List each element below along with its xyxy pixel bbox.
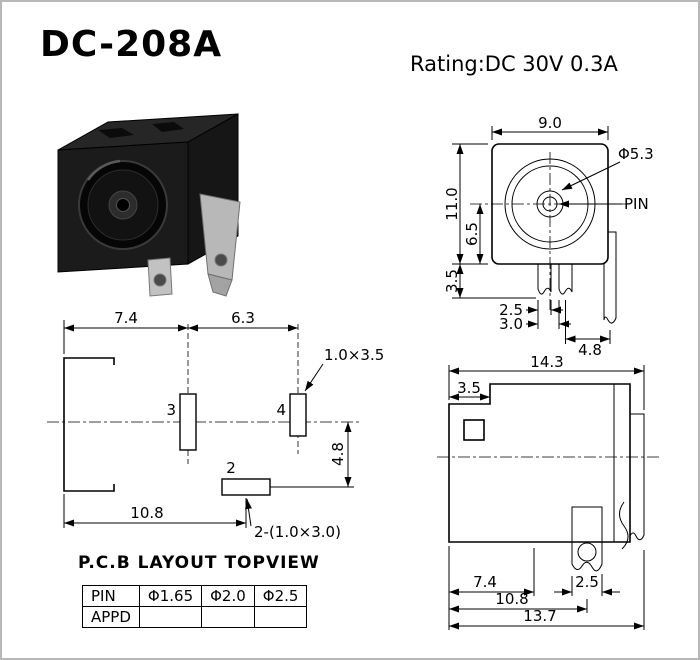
- side-shield-flange: [629, 413, 645, 541]
- photo-shield-pin-hole: [214, 253, 228, 267]
- dim-front-pin-width: 2.5: [499, 301, 523, 319]
- dim-front-width: 9.0: [538, 114, 562, 132]
- front-pin-b: [558, 264, 573, 295]
- pcb-pad-2: [221, 478, 271, 496]
- pcb-pad3-label: 3: [166, 401, 176, 419]
- dim-pcb-pitch-left: 7.4: [114, 309, 138, 327]
- dim-front-pin-pitch: 3.0: [499, 315, 523, 333]
- leader-barrel-dia: [561, 161, 621, 191]
- side-spring-contact: [619, 501, 629, 550]
- dim-side-pin2: 10.8: [495, 590, 528, 608]
- side-notch: [463, 419, 485, 441]
- dim-pcb-bottom: 10.8: [130, 504, 163, 522]
- photo-shield-pin-tip: [207, 273, 233, 297]
- photo-center-leg-hole: [153, 273, 167, 287]
- photo-top-tab-left: [98, 128, 134, 138]
- dim-front-pin-length: 3.5: [443, 269, 461, 293]
- pcb-pad-3: [179, 393, 197, 451]
- spec-cell: Φ2.5: [253, 585, 308, 607]
- dim-front-lug-offset: 4.8: [578, 341, 602, 359]
- connector-photo: [57, 113, 241, 297]
- pin-spec-table: PIN Φ1.65 Φ2.0 Φ2.5 APPD: [82, 585, 308, 628]
- dim-side-hole: 2.5: [575, 573, 599, 591]
- dim-front-height: 11.0: [443, 187, 461, 220]
- dim-pcb-offset: 4.8: [329, 442, 347, 466]
- rating-text: Rating:DC 30V 0.3A: [410, 52, 618, 76]
- spec-row-label: PIN: [82, 585, 140, 607]
- front-view: 9.0 Φ5.3 PIN 11.0 6.5 3.5 2.5: [443, 114, 654, 359]
- pcb-slot2-note: 2-(1.0×3.0): [254, 523, 341, 541]
- photo-top-tab-right: [152, 122, 184, 132]
- pcb-body-outline: [63, 357, 115, 492]
- spec-row-label: APPD: [82, 606, 140, 628]
- pcb-layout-caption: P.C.B LAYOUT TOPVIEW: [78, 553, 320, 573]
- spec-cell: [201, 606, 255, 628]
- leader-slot2-note: [245, 498, 252, 527]
- dim-side-pin1: 7.4: [473, 573, 497, 591]
- part-number-title: DC-208A: [40, 24, 223, 65]
- front-pin-a: [537, 264, 552, 295]
- side-body-outline: [448, 383, 631, 543]
- dim-side-total: 13.7: [523, 607, 556, 625]
- spec-cell: [253, 606, 308, 628]
- pcb-pad2-label: 2: [226, 459, 236, 477]
- pcb-slot-note: 1.0×3.5: [324, 346, 384, 364]
- dim-side-flange: 3.5: [457, 379, 481, 397]
- pcb-pad4-label: 4: [276, 401, 286, 419]
- table-row: APPD: [82, 606, 308, 628]
- side-view: 14.3 3.5 7.4 2.5 10.8 13.7: [437, 353, 660, 630]
- side-prong: [571, 506, 603, 572]
- leader-slot-note: [304, 363, 324, 392]
- side-prong-hole: [577, 542, 597, 562]
- label-pin: PIN: [624, 195, 649, 213]
- photo-barrel-highlight: [86, 159, 121, 181]
- pcb-pad-4: [289, 393, 307, 437]
- dim-pcb-pitch-right: 6.3: [231, 309, 255, 327]
- spec-cell: Φ1.65: [138, 585, 203, 607]
- dim-front-center-height: 6.5: [463, 222, 481, 246]
- dim-side-width: 14.3: [530, 353, 563, 371]
- photo-shield-pin: [199, 193, 241, 281]
- table-row: PIN Φ1.65 Φ2.0 Φ2.5: [82, 585, 308, 607]
- photo-center-pin: [116, 198, 130, 212]
- label-barrel-diameter: Φ5.3: [618, 145, 654, 163]
- spec-cell: Φ2.0: [201, 585, 255, 607]
- spec-cell: [138, 606, 203, 628]
- front-lug: [603, 231, 617, 324]
- pcb-layout-view: 3 4 2 7.4 6.3 1.0×3.5 4.8 10.8 2-(1.0×3.…: [47, 309, 384, 541]
